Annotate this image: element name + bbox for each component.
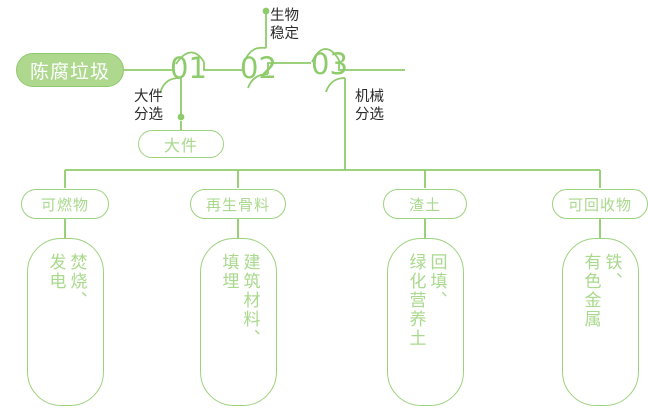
dot-bio-connector xyxy=(262,7,270,15)
output-detail-0-col-1: 焚烧、 xyxy=(66,253,87,310)
source-node-label: 陈腐垃圾 xyxy=(29,60,110,83)
stage-02-process-label: 生物 稳定 xyxy=(270,7,299,43)
output-pill-3[interactable]: 可回收物 xyxy=(552,189,648,219)
output-pill-1-label: 再生骨料 xyxy=(205,195,270,214)
line-stage03-trailing xyxy=(338,60,405,71)
output-detail-box-0: 焚烧、 发电 xyxy=(27,238,104,406)
stage-03-process-line-1: 机械 xyxy=(355,89,384,105)
stage-01-process-label: 大件 分选 xyxy=(134,88,163,124)
stage-03-process-line-2: 分选 xyxy=(355,107,384,124)
output-detail-2-col-1: 回填、 xyxy=(426,253,447,310)
output-pill-2[interactable]: 渣土 xyxy=(383,189,467,219)
output-pill-0-label: 可燃物 xyxy=(40,195,89,214)
output-pill-1[interactable]: 再生骨料 xyxy=(190,189,286,219)
stage-03-process-label: 机械 分选 xyxy=(355,88,384,124)
output-pill-2-label: 渣土 xyxy=(408,195,441,214)
output-detail-box-3: 铁、 有色金属 xyxy=(562,238,639,406)
source-node-pill[interactable]: 陈腐垃圾 xyxy=(16,53,124,87)
stage-02-process-line-2: 稳定 xyxy=(270,26,299,43)
output-detail-3-col-2: 有色金属 xyxy=(580,253,601,329)
output-pill-0[interactable]: 可燃物 xyxy=(21,189,109,219)
stage-01-process-line-2: 分选 xyxy=(134,107,163,124)
stage-number-02[interactable]: 02 xyxy=(240,51,277,85)
output-detail-1-col-1: 建筑材料、 xyxy=(239,253,260,348)
stage-number-01[interactable]: 01 xyxy=(170,51,207,85)
stage-01-process-line-1: 大件 xyxy=(134,89,163,105)
stage-01-output-pill[interactable]: 大件 xyxy=(138,130,224,158)
output-detail-box-1: 建筑材料、 填埋 xyxy=(200,238,277,406)
dot-bulky-connector xyxy=(177,113,185,121)
output-detail-2-col-2: 绿化营养土 xyxy=(405,253,426,348)
stage-number-03[interactable]: 03 xyxy=(311,47,348,81)
output-detail-box-2: 回填、 绿化营养土 xyxy=(387,238,464,406)
stage-01-output-label: 大件 xyxy=(163,136,198,155)
output-detail-3-col-1: 铁、 xyxy=(601,253,622,291)
line-stage01-to-stage02 xyxy=(203,62,243,71)
output-pill-3-label: 可回收物 xyxy=(567,195,632,214)
output-detail-1-col-2: 填埋 xyxy=(218,253,239,291)
output-detail-0-col-2: 发电 xyxy=(45,253,66,291)
stage-02-process-line-1: 生物 xyxy=(270,8,299,24)
